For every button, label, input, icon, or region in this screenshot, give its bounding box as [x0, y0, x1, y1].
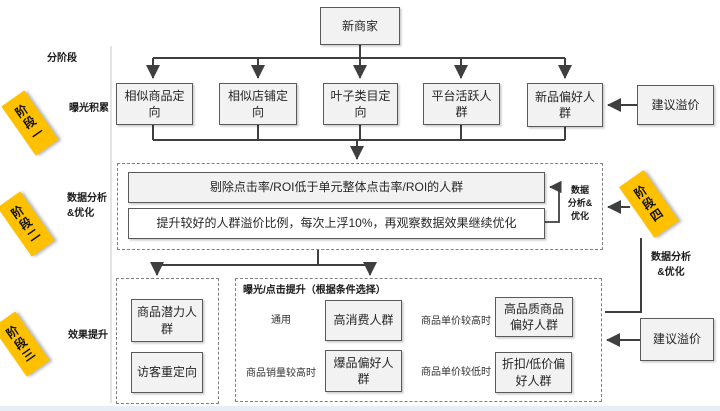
condition-label-high-price: 商品单价较高时	[421, 316, 491, 327]
rule-raise-premium-box: 提升较好的人群溢价比例，每次上浮10%，再观察数据效果继续优化	[128, 208, 545, 239]
phase2-description: 数据分析 &优化	[67, 193, 107, 219]
product-potential-audience-box: 商品潜力人群	[131, 299, 203, 342]
visitor-retarget-box: 访客重定向	[131, 352, 203, 393]
optimize-loop-label: 数据 分析& 优化	[567, 185, 593, 222]
root-node-new-merchant: 新商家	[320, 7, 400, 45]
rule-exclude-box: 剔除点击率/ROI低于单元整体点击率/ROI的人群	[128, 172, 545, 203]
high-spender-audience-box: 高消费人群	[325, 300, 402, 341]
optimize-panel	[117, 163, 603, 250]
audience-box-new-product-preference: 新品偏好人群	[527, 83, 603, 127]
boost-panel	[235, 278, 602, 402]
phase3-description: 效果提升	[68, 330, 108, 341]
suggested-premium-bottom-box: 建议溢价	[640, 318, 714, 361]
high-quality-preference-box: 高品质商品偏好人群	[495, 297, 573, 337]
condition-label-low-price: 商品单价较低时	[421, 367, 491, 378]
rail-header: 分阶段	[47, 53, 77, 64]
hot-item-preference-box: 爆品偏好人群	[325, 350, 402, 392]
phase4-description: 数据分析 &优化	[651, 252, 691, 278]
bottom-edge-strip	[0, 406, 720, 411]
boost-panel-title: 曝光/点击提升（根据条件选择）	[243, 285, 386, 296]
audience-box-similar-shop: 相似店铺定向	[219, 83, 297, 125]
phase1-description: 曝光积累	[69, 103, 109, 114]
audience-box-leaf-category: 叶子类目定向	[323, 83, 398, 125]
audience-box-platform-active: 平台活跃人群	[423, 83, 500, 125]
condition-label-general: 通用	[271, 315, 291, 326]
retarget-panel	[116, 278, 219, 404]
condition-label-high-sales: 商品销量较高时	[246, 368, 316, 379]
discount-preference-box: 折扣/低价偏好人群	[495, 352, 572, 393]
audience-box-similar-product: 相似商品定向	[116, 83, 193, 125]
suggested-premium-top-box: 建议溢价	[637, 85, 714, 125]
